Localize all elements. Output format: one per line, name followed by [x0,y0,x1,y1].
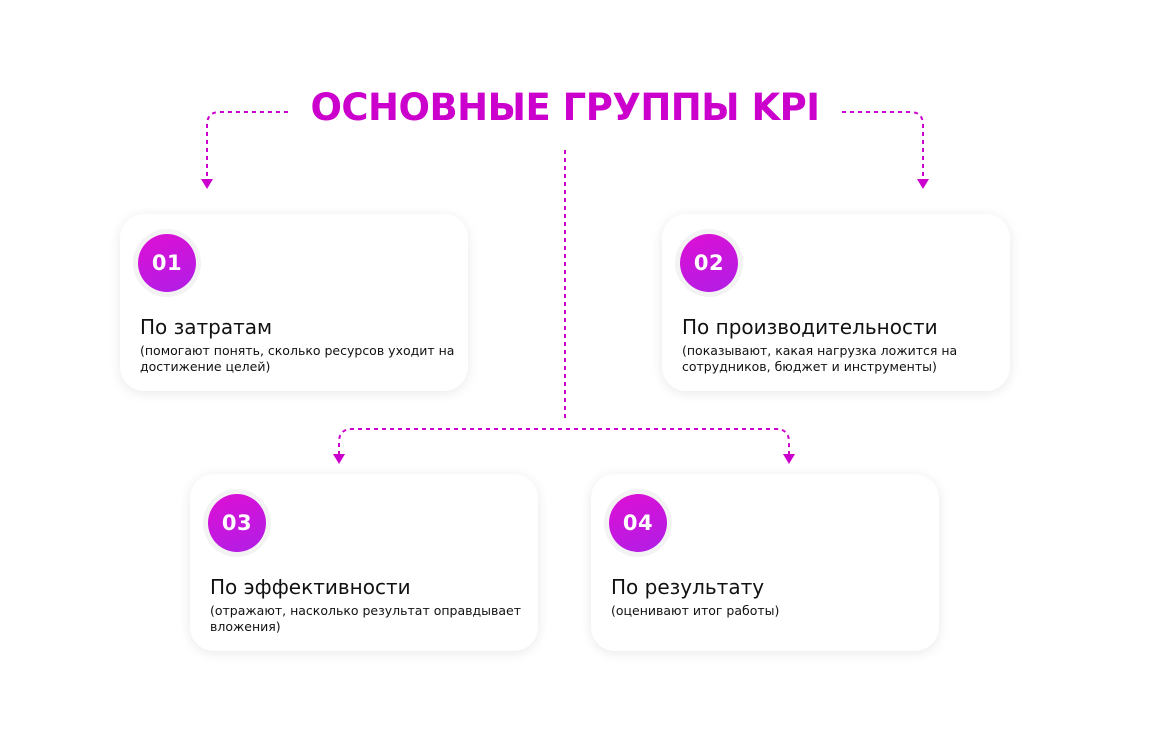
kpi-card-costs: 01 По затратам (помогают понять, сколько… [120,214,468,391]
arrowhead-icon [783,454,795,464]
arrowhead-icon [201,179,213,189]
connector-bottom [338,428,790,455]
arrowhead-icon [917,179,929,189]
card-description: (отражают, насколько результат оправдыва… [210,603,522,634]
card-title: По результату [611,575,765,599]
kpi-card-efficiency: 03 По эффективности (отражают, насколько… [190,474,538,651]
card-title: По затратам [140,315,273,339]
diagram-title: ОСНОВНЫЕ ГРУППЫ KPI [310,86,820,129]
connector-left [206,111,288,180]
arrowhead-icon [333,454,345,464]
card-number-badge: 04 [609,494,667,552]
card-description: (оценивают итог работы) [611,603,780,618]
kpi-card-result: 04 По результату (оценивают итог работы) [591,474,939,651]
card-title: По производительности [682,315,938,339]
card-number-badge: 02 [680,234,738,292]
connector-right [842,111,924,180]
card-title: По эффективности [210,575,411,599]
card-description: (помогают понять, сколько ресурсов уходи… [140,343,455,374]
card-description: (показывают, какая нагрузка ложится на с… [682,343,958,374]
kpi-card-productivity: 02 По производительности (показывают, ка… [662,214,1010,391]
card-number-badge: 03 [208,494,266,552]
card-number-badge: 01 [138,234,196,292]
